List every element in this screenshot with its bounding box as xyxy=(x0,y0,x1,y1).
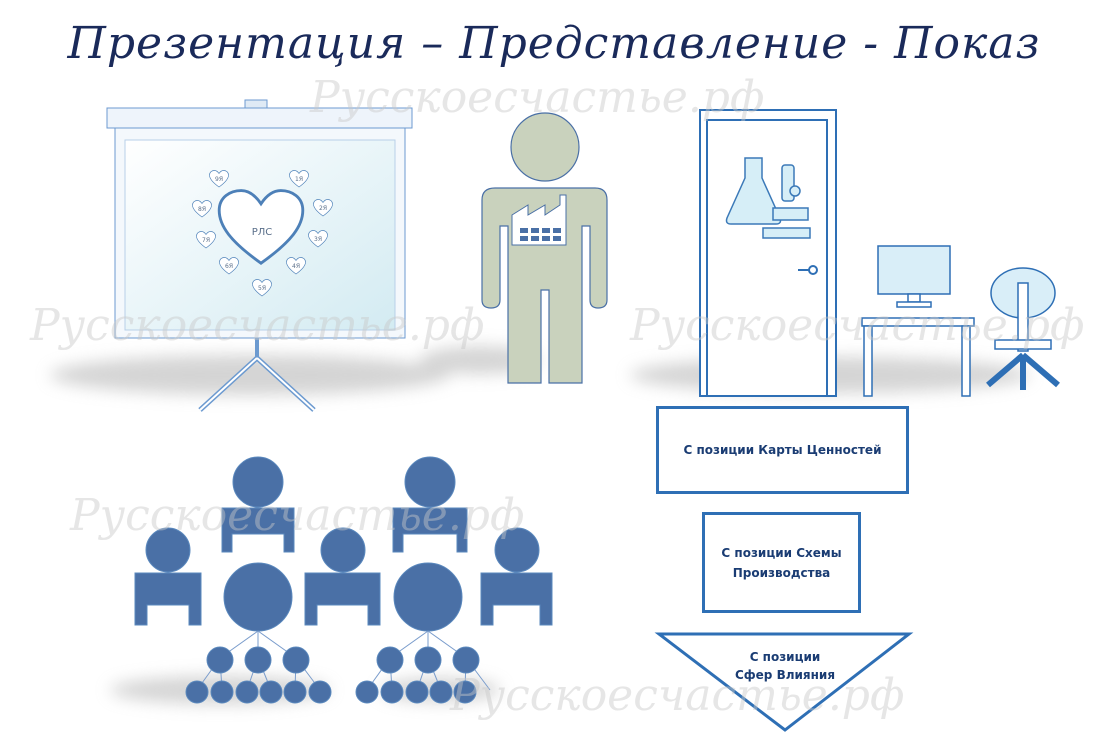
heart-label: 9Я xyxy=(215,176,223,183)
box-value-map-label: С позиции Карты Ценностей xyxy=(683,443,882,457)
projector-screen xyxy=(106,99,413,412)
heart-label: 2Я xyxy=(319,205,327,212)
audience-person xyxy=(480,527,553,626)
triangle-line1: С позиции xyxy=(749,650,821,664)
hierarchy-right xyxy=(355,562,491,704)
box-production-scheme: С позиции Схемы Производства xyxy=(702,512,861,613)
hierarchy-left xyxy=(185,562,332,704)
audience-group xyxy=(134,456,553,704)
page-title: Презентация – Представление - Показ xyxy=(67,18,1041,69)
heart-label: 7Я xyxy=(202,237,210,244)
triangle-line2: Сфер Влияния xyxy=(734,668,836,682)
desk-with-monitor xyxy=(861,245,975,397)
heart-label: 4Я xyxy=(292,263,300,270)
influence-triangle xyxy=(654,632,914,732)
triangle-label: С позиции Сфер Влияния xyxy=(690,648,880,684)
heart-label: 3Я xyxy=(314,236,322,243)
office-chair xyxy=(986,267,1060,390)
box-value-map: С позиции Карты Ценностей xyxy=(656,406,909,494)
factory-icon xyxy=(511,194,567,246)
audience-person xyxy=(221,456,295,553)
heart-label: 1Я xyxy=(295,176,303,183)
audience-person xyxy=(134,527,202,626)
heart-label: 5Я xyxy=(258,285,266,292)
audience-person xyxy=(304,527,381,626)
heart-center-label: РЛС xyxy=(252,227,273,238)
heart-label: 6Я xyxy=(225,263,233,270)
door xyxy=(699,109,837,397)
box-production-line1: С позиции Схемы xyxy=(721,545,842,560)
laboratory-icon xyxy=(725,157,811,239)
box-production-line2: Производства xyxy=(732,565,831,580)
person-figure xyxy=(481,112,608,384)
heart-label: 8Я xyxy=(198,206,206,213)
audience-person xyxy=(392,456,468,553)
